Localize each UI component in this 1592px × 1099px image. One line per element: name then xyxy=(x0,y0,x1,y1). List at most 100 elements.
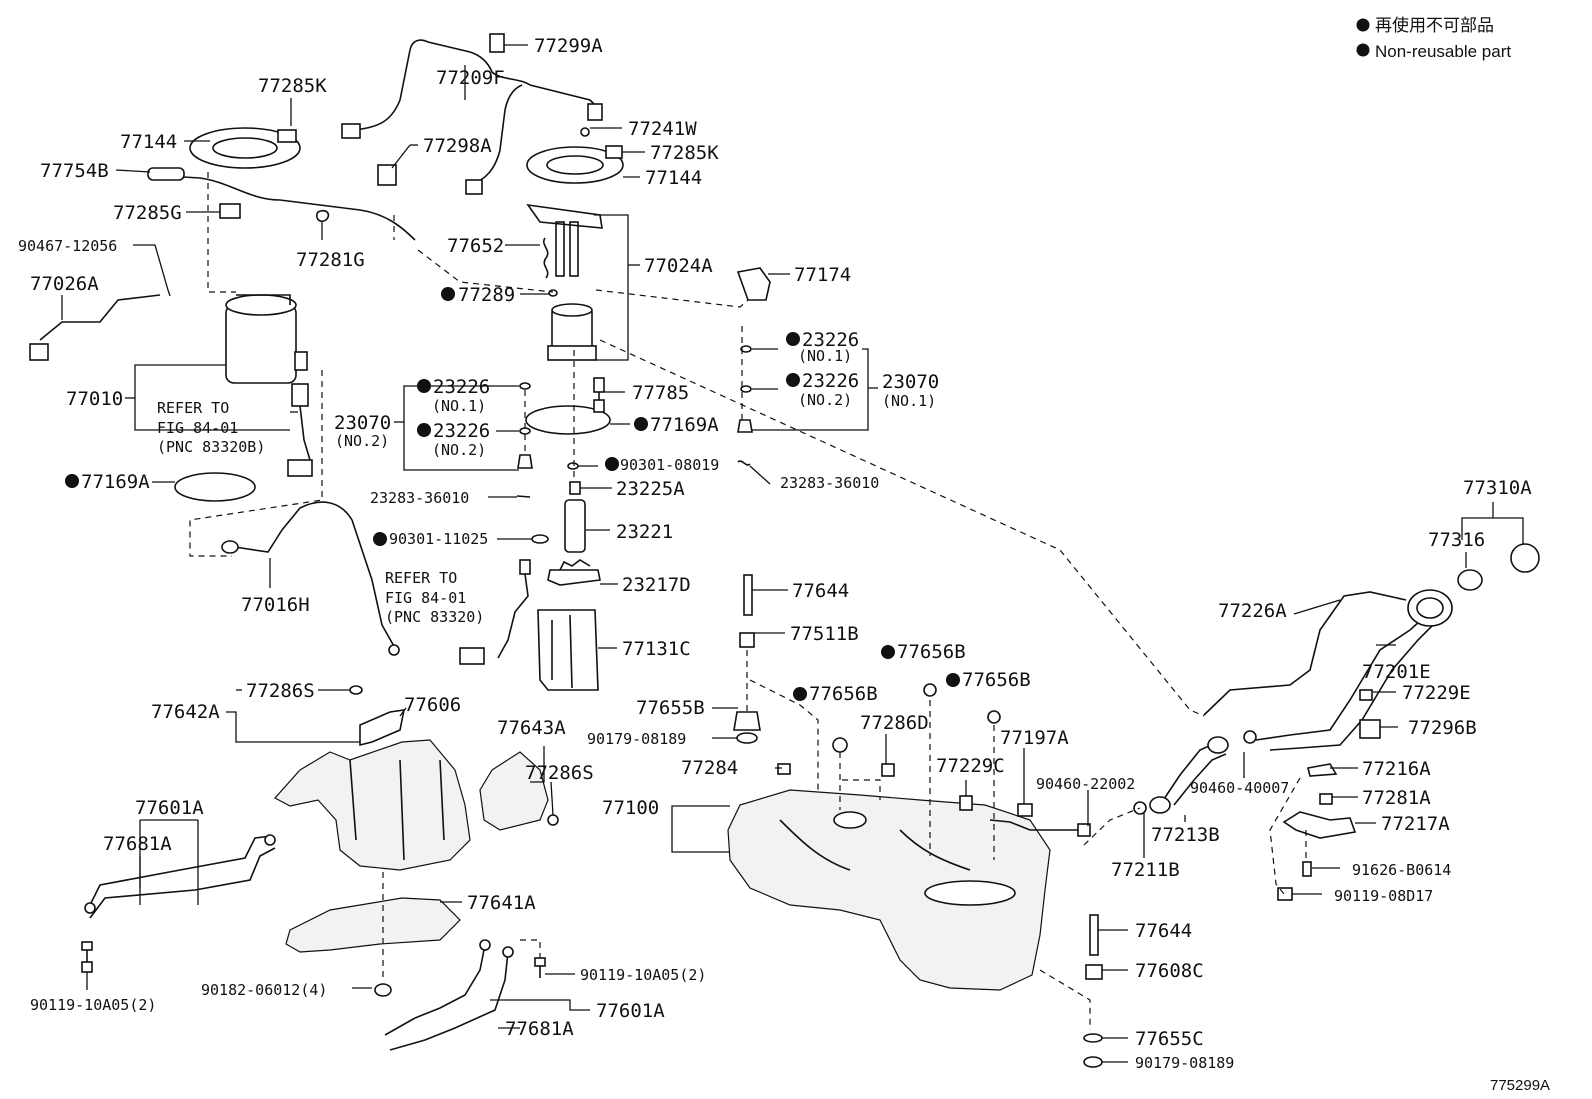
non-reusable-marker xyxy=(441,287,455,301)
part-callout: 90460-22002 xyxy=(1036,775,1135,793)
part-callout: 90182-06012(4) xyxy=(201,981,327,999)
non-reusable-marker xyxy=(793,687,807,701)
leader-lines xyxy=(61,44,1524,1063)
part-callout: 77281G xyxy=(296,249,365,271)
part-callout: 23225A xyxy=(616,478,685,500)
part-callout: 77010 xyxy=(66,388,123,410)
part-callout: 77655B xyxy=(636,697,705,719)
part-callout: (PNC 83320B) xyxy=(157,438,265,456)
non-reusable-marker xyxy=(1356,43,1370,57)
part-callout: 90301-08019 xyxy=(620,456,719,474)
part-callout: 23283-36010 xyxy=(780,474,879,492)
part-callout: (NO.2) xyxy=(335,432,389,450)
part-callout: 77606 xyxy=(404,694,461,716)
part-callout: (NO.1) xyxy=(798,347,852,365)
part-callout: REFER TO xyxy=(157,399,229,417)
part-callout: 77652 xyxy=(447,235,504,257)
part-callout: 77656B xyxy=(809,683,878,705)
part-callout: 77641A xyxy=(467,892,536,914)
non-reusable-markers xyxy=(65,18,1370,701)
non-reusable-marker xyxy=(417,379,431,393)
part-callout: 23221 xyxy=(616,521,673,543)
part-callout: 23226 xyxy=(433,420,490,442)
part-callout: 77608C xyxy=(1135,960,1204,982)
part-callout: 77229C xyxy=(936,755,1005,777)
part-callout: 77299A xyxy=(534,35,603,57)
part-callout: 90179-08189 xyxy=(1135,1054,1234,1072)
part-callout: 77229E xyxy=(1402,682,1471,704)
part-callout: 23217D xyxy=(622,574,691,596)
non-reusable-marker xyxy=(373,532,387,546)
part-callout: 77241W xyxy=(628,118,697,140)
legend-japanese: 再使用不可部品 xyxy=(1375,15,1494,35)
part-callout: 90301-11025 xyxy=(389,530,488,548)
part-callout: 23226 xyxy=(802,370,859,392)
part-callout: REFER TO xyxy=(385,569,457,587)
part-callout: 77286S xyxy=(525,762,594,784)
part-callout: 77285G xyxy=(113,202,182,224)
part-callout: 77201E xyxy=(1362,661,1431,683)
part-callout: 77644 xyxy=(1135,920,1192,942)
part-callout: 77211B xyxy=(1111,859,1180,881)
part-callout: 77643A xyxy=(497,717,566,739)
part-callout: 90119-10A05(2) xyxy=(30,996,156,1014)
part-callout: 77296B xyxy=(1408,717,1477,739)
part-callout: 77655C xyxy=(1135,1028,1204,1050)
non-reusable-marker xyxy=(1356,18,1370,32)
part-callout: 77281A xyxy=(1362,787,1431,809)
part-callout: 77286S xyxy=(246,680,315,702)
part-callout: 77016H xyxy=(241,594,310,616)
non-reusable-marker xyxy=(786,373,800,387)
part-callout: 77213B xyxy=(1151,824,1220,846)
part-callout: 77144 xyxy=(645,167,702,189)
part-callout: (NO.2) xyxy=(798,391,852,409)
legend-english: Non-reusable part xyxy=(1375,42,1511,61)
legend: 再使用不可部品 Non-reusable part xyxy=(1375,15,1511,61)
non-reusable-marker xyxy=(946,673,960,687)
part-callout: 77601A xyxy=(596,1000,665,1022)
figure-code: 775299A xyxy=(1490,1077,1550,1094)
part-callout: 77601A xyxy=(135,797,204,819)
part-callout: 77026A xyxy=(30,273,99,295)
part-callout: 77681A xyxy=(103,833,172,855)
part-callout: 77197A xyxy=(1000,727,1069,749)
part-callout: 90467-12056 xyxy=(18,237,117,255)
part-callout: 23226 xyxy=(433,376,490,398)
part-callout: 77286D xyxy=(860,712,929,734)
non-reusable-marker xyxy=(65,474,79,488)
part-callout: 90119-08D17 xyxy=(1334,887,1433,905)
part-callout: 77216A xyxy=(1362,758,1431,780)
part-drawings xyxy=(29,33,1540,1068)
part-callout: FIG 84-01 xyxy=(385,589,466,607)
part-callout: 77681A xyxy=(505,1018,574,1040)
non-reusable-marker xyxy=(634,417,648,431)
part-callout: 23283-36010 xyxy=(370,489,469,507)
part-callout: (NO.2) xyxy=(432,441,486,459)
non-reusable-marker xyxy=(881,645,895,659)
part-callout: 77024A xyxy=(644,255,713,277)
part-callout: 77754B xyxy=(40,160,109,182)
part-callout: 77285K xyxy=(650,142,719,164)
part-callout: (NO.1) xyxy=(432,397,486,415)
part-callouts: 77299A 77285K 77209F 77144 77241W 77298A… xyxy=(18,35,1532,1072)
part-callout: 77310A xyxy=(1463,477,1532,499)
part-callout: 23070 xyxy=(334,412,391,434)
part-callout: 77144 xyxy=(120,131,177,153)
part-callout: 77644 xyxy=(792,580,849,602)
part-callout: FIG 84-01 xyxy=(157,419,238,437)
part-callout: 77174 xyxy=(794,264,851,286)
part-callout: 77131C xyxy=(622,638,691,660)
non-reusable-marker xyxy=(417,423,431,437)
part-callout: 77642A xyxy=(151,701,220,723)
part-callout: 77209F xyxy=(436,67,505,89)
part-callout: 77656B xyxy=(962,669,1031,691)
part-callout: 77511B xyxy=(790,623,859,645)
assembly-dashed-lines xyxy=(189,172,1307,1030)
part-callout: 77226A xyxy=(1218,600,1287,622)
non-reusable-marker xyxy=(786,332,800,346)
part-callout: 90119-10A05(2) xyxy=(580,966,706,984)
part-callout: 77169A xyxy=(81,471,150,493)
part-callout: (NO.1) xyxy=(882,392,936,410)
part-callout: 77656B xyxy=(897,641,966,663)
